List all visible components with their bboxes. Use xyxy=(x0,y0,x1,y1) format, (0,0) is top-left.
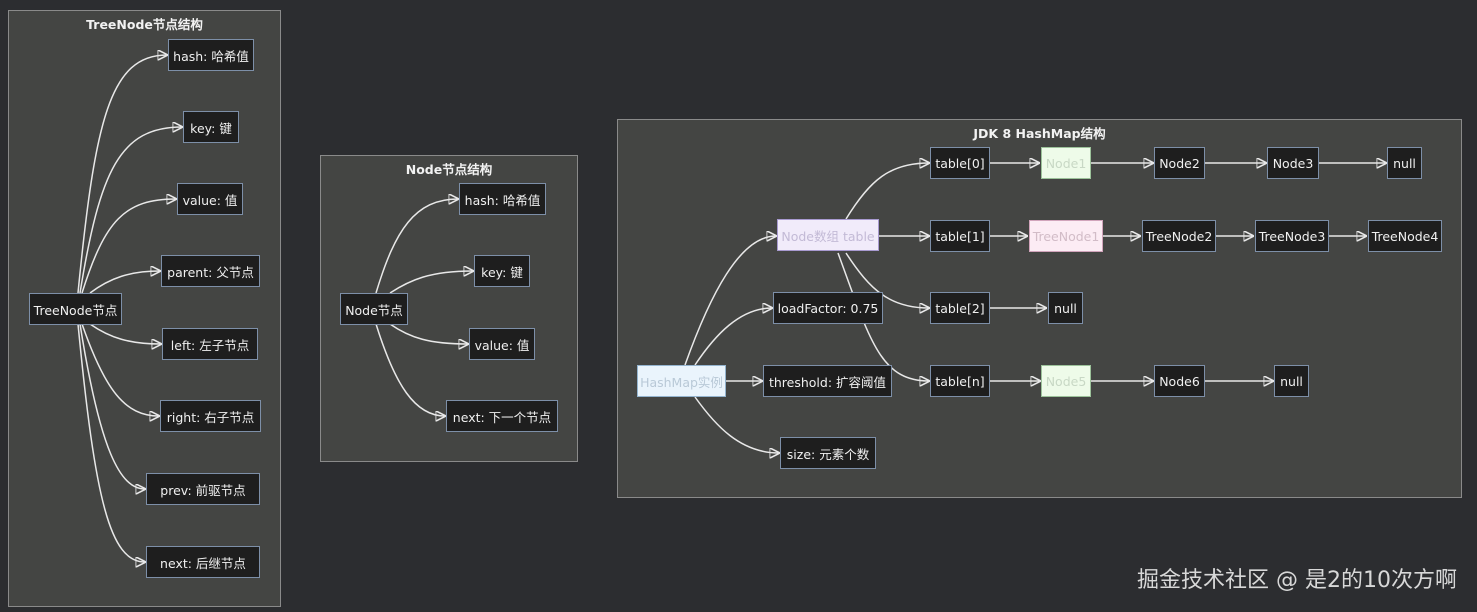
chain-node2[interactable]: Node2 xyxy=(1154,147,1205,179)
edge-table-bucket0 xyxy=(845,163,929,220)
threshold-node[interactable]: threshold: 扩容阈值 xyxy=(763,365,892,397)
chain-treenode2[interactable]: TreeNode2 xyxy=(1142,220,1216,252)
chain-null-bucket0[interactable]: null xyxy=(1387,147,1422,179)
treenode-field-hash[interactable]: hash: 哈希值 xyxy=(168,39,254,71)
edge-table-bucket3 xyxy=(837,252,929,381)
edge-hashmap-loadfactor xyxy=(694,308,772,366)
hashmap-instance-node[interactable]: HashMap实例 xyxy=(637,365,726,397)
node-root-node[interactable]: Node节点 xyxy=(340,293,408,325)
treenode-field-left[interactable]: left: 左子节点 xyxy=(162,328,258,360)
node-field-value[interactable]: value: 值 xyxy=(469,328,535,360)
edge-treenode-key xyxy=(79,127,182,294)
treenode-field-value[interactable]: value: 值 xyxy=(177,183,243,215)
edge-hashmap-size xyxy=(694,396,779,453)
chain-node6[interactable]: Node6 xyxy=(1154,365,1205,397)
edge-treenode-parent xyxy=(89,271,160,294)
bucket-table-2[interactable]: table[2] xyxy=(930,292,990,324)
treenode-root-node[interactable]: TreeNode节点 xyxy=(29,293,122,325)
chain-node3[interactable]: Node3 xyxy=(1267,147,1319,179)
edge-hashmap-table xyxy=(684,236,776,366)
watermark-text: 掘金技术社区 @ 是2的10次方啊 xyxy=(1137,568,1457,593)
bucket-table-1[interactable]: table[1] xyxy=(930,220,990,252)
edge-treenode-hash xyxy=(77,55,167,294)
chain-treenode4[interactable]: TreeNode4 xyxy=(1368,220,1442,252)
edge-node-key xyxy=(389,271,473,294)
edge-node-next xyxy=(375,323,445,416)
node-field-hash[interactable]: hash: 哈希值 xyxy=(459,183,546,215)
node-cluster-title: Node节点结构 xyxy=(405,162,493,177)
chain-node5[interactable]: Node5 xyxy=(1041,365,1091,397)
node-field-key[interactable]: key: 键 xyxy=(474,255,530,287)
edge-node-hash xyxy=(375,199,458,294)
chain-treenode3[interactable]: TreeNode3 xyxy=(1255,220,1329,252)
hashmap-cluster-title: JDK 8 HashMap结构 xyxy=(973,126,1106,141)
chain-null-bucket2[interactable]: null xyxy=(1048,292,1083,324)
size-node[interactable]: size: 元素个数 xyxy=(780,437,876,469)
treenode-field-next[interactable]: next: 后继节点 xyxy=(146,546,260,578)
node-field-next[interactable]: next: 下一个节点 xyxy=(446,400,558,432)
treenode-cluster-title: TreeNode节点结构 xyxy=(86,17,203,32)
chain-treenode1[interactable]: TreeNode1 xyxy=(1029,220,1103,252)
treenode-field-right[interactable]: right: 右子节点 xyxy=(160,400,261,432)
bucket-table-0[interactable]: table[0] xyxy=(930,147,990,179)
chain-null-bucketn[interactable]: null xyxy=(1274,365,1309,397)
treenode-field-prev[interactable]: prev: 前驱节点 xyxy=(146,473,260,505)
edge-treenode-next xyxy=(77,323,145,562)
load-factor-node[interactable]: loadFactor: 0.75 xyxy=(773,292,883,324)
treenode-field-key[interactable]: key: 键 xyxy=(183,111,239,143)
node-array-table-node[interactable]: Node数组 table xyxy=(777,219,879,251)
edge-node-value xyxy=(389,323,468,344)
edge-treenode-value xyxy=(81,199,176,294)
chain-node1[interactable]: Node1 xyxy=(1041,147,1091,179)
edge-treenode-left xyxy=(89,323,161,344)
edge-treenode-prev xyxy=(79,323,145,489)
bucket-table-n[interactable]: table[n] xyxy=(930,365,990,397)
treenode-field-parent[interactable]: parent: 父节点 xyxy=(161,255,260,287)
edge-treenode-right xyxy=(81,323,159,416)
